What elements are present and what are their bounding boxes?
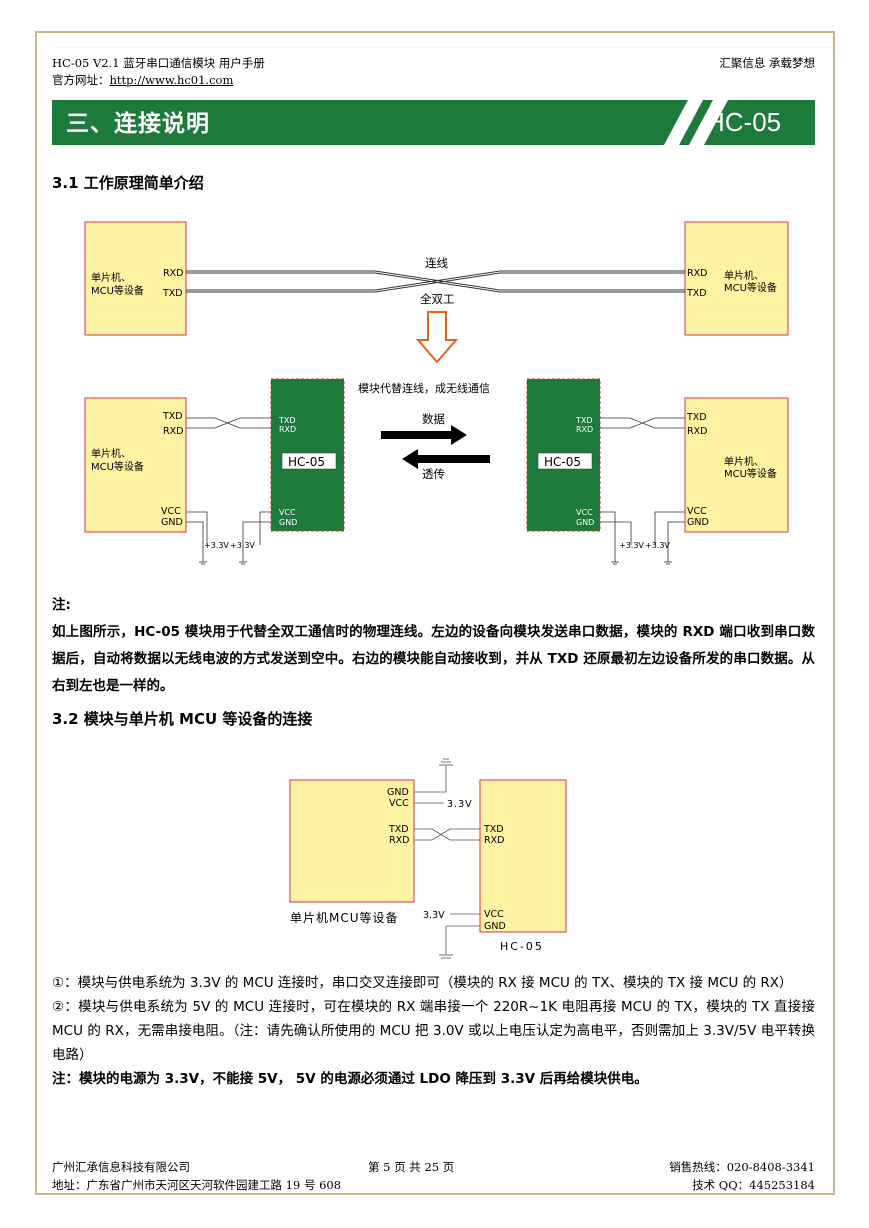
module-txd: TXD <box>483 824 504 835</box>
site-line: 官方网址：http://www.hc01.com <box>52 72 265 89</box>
bottom-left-device-label-1: 单片机、 <box>91 447 131 460</box>
left-arrow <box>402 449 490 469</box>
wire-label: 连线 <box>425 256 448 270</box>
bottom-right-device-box <box>684 397 789 533</box>
left-module-vcc: VCC <box>279 508 296 517</box>
right-module-gnd: GND <box>576 518 594 527</box>
footer-right: 销售热线：020-8408-3341 技术 QQ：445253184 <box>669 1158 815 1194</box>
footer-qq: 技术 QQ：445253184 <box>692 1178 815 1192</box>
bottom-left-supply-2: +3.3V <box>230 541 255 550</box>
top-right-rxd: RXD <box>687 268 707 279</box>
mcu-box <box>289 779 415 903</box>
left-module-rxd: RXD <box>279 425 296 434</box>
footer-page: 第 5 页 共 25 页 <box>368 1160 455 1174</box>
instruction-3v3: ①：模块与供电系统为 3.3V 的 MCU 连接时，串口交叉连接即可（模块的 R… <box>52 975 793 991</box>
footer-hotline: 销售热线：020-8408-3341 <box>669 1160 815 1174</box>
bottom-left-gnd: GND <box>161 517 183 528</box>
module-vcc-supply: 3.3V <box>423 910 445 921</box>
top-right-device-label-2: MCU等设备 <box>724 281 777 294</box>
bottom-right-supply-2: +3.3V <box>645 541 670 550</box>
bottom-right-serial-wires <box>600 417 685 562</box>
left-module-gnd: GND <box>279 518 297 527</box>
top-left-device-label-2: MCU等设备 <box>91 284 144 297</box>
top-left-rxd: RXD <box>163 268 183 279</box>
power-warning: 注：模块的电源为 3.3V，不能接 5V， 5V 的电源必须通过 LDO 降压到… <box>52 1071 648 1087</box>
mcu-label: 单片机MCU等设备 <box>290 911 399 925</box>
top-left-device-label-1: 单片机、 <box>91 271 131 284</box>
bottom-right-device-label-2: MCU等设备 <box>724 467 777 480</box>
right-module-name: HC-05 <box>544 455 581 469</box>
mcu-vcc: VCC <box>389 798 409 809</box>
mcu-vcc-supply: 3.3V <box>447 799 473 810</box>
top-right-device-box <box>684 221 789 336</box>
section-32-heading: 3.2 模块与单片机 MCU 等设备的连接 <box>52 710 313 728</box>
module-gnd: GND <box>484 921 506 932</box>
bottom-left-device-box <box>84 397 187 533</box>
mcu-rxd: RXD <box>389 835 409 846</box>
bottom-right-rxd: RXD <box>687 426 707 437</box>
footer-left: 广州汇承信息科技有限公司 地址：广东省广州市天河区天河软件园建工路 19 号 6… <box>52 1158 341 1194</box>
bottom-right-device-label-1: 单片机、 <box>724 455 764 468</box>
module-vcc: VCC <box>484 909 504 920</box>
banner-model: HC-05 <box>706 107 782 137</box>
footer-company: 广州汇承信息科技有限公司 <box>52 1160 190 1174</box>
instruction-5v: ②：模块与供电系统为 5V 的 MCU 连接时，可在模块的 RX 端串接一个 2… <box>52 999 815 1063</box>
section-31-note: 注: 如上图所示，HC-05 模块用于代替全双工通信时的物理连线。左边的设备向模… <box>52 592 815 700</box>
footer-address: 地址：广东省广州市天河区天河软件园建工路 19 号 608 <box>52 1178 342 1192</box>
mcu-connection-diagram: GND VCC TXD RXD 单片机MCU等设备 TXD RXD VCC GN… <box>289 758 567 959</box>
bottom-left-vcc: VCC <box>161 506 181 517</box>
down-arrow <box>415 311 459 364</box>
bottom-right-txd: TXD <box>686 412 707 423</box>
left-module-txd: TXD <box>278 416 296 425</box>
transparent-label: 透传 <box>422 467 445 481</box>
top-left-device-box <box>84 221 187 336</box>
top-right-txd: TXD <box>686 288 707 299</box>
banner-title: 三、连接说明 <box>66 111 210 137</box>
right-arrow <box>381 425 467 445</box>
doc-title: HC-05 V2.1 蓝牙串口通信模块 用户手册 <box>52 56 265 70</box>
mcu-gnd: GND <box>387 787 409 798</box>
left-module-name: HC-05 <box>288 455 325 469</box>
bottom-left-supply-1: +3.3V <box>204 541 229 550</box>
slogan: 汇聚信息 承载梦想 <box>719 56 815 70</box>
module-rxd: RXD <box>484 835 504 846</box>
bottom-right-vcc: VCC <box>687 506 707 517</box>
right-module-txd: TXD <box>575 416 593 425</box>
working-principle-diagram: 单片机、 MCU等设备 RXD TXD RXD TXD 单片机、 MCU等设备 … <box>84 221 789 565</box>
bottom-right-gnd: GND <box>687 517 709 528</box>
bottom-right-supply-1: +3.3V <box>619 541 644 550</box>
bottom-left-serial-wires <box>186 417 271 562</box>
replace-label: 模块代替连线，成无线通信 <box>358 381 490 395</box>
module-name: HC-05 <box>500 940 544 953</box>
section-31-heading: 3.1 工作原理简单介绍 <box>52 174 204 192</box>
data-label: 数据 <box>422 412 445 426</box>
note-text: 如上图所示，HC-05 模块用于代替全双工通信时的物理连线。左边的设备向模块发送… <box>52 624 815 694</box>
page-border <box>35 31 835 1195</box>
top-left-txd: TXD <box>162 288 183 299</box>
bottom-left-device-label-2: MCU等设备 <box>91 460 144 473</box>
note-title: 注: <box>52 597 71 613</box>
right-module-rxd: RXD <box>576 425 593 434</box>
duplex-label: 全双工 <box>420 292 455 306</box>
mcu-txd: TXD <box>388 824 409 835</box>
cross-wires <box>186 270 685 293</box>
site-label: 官方网址： <box>52 73 110 87</box>
ground-symbols <box>199 561 672 565</box>
bottom-left-rxd: RXD <box>163 426 183 437</box>
page-header-left: HC-05 V2.1 蓝牙串口通信模块 用户手册 官方网址：http://www… <box>52 55 265 89</box>
bottom-left-txd: TXD <box>162 411 183 422</box>
right-module-vcc: VCC <box>576 508 593 517</box>
module-box <box>479 779 567 933</box>
section-banner <box>52 100 815 145</box>
mcu-wires <box>414 758 480 959</box>
site-link[interactable]: http://www.hc01.com <box>109 73 234 87</box>
top-right-device-label-1: 单片机、 <box>724 269 764 282</box>
instructions: ①：模块与供电系统为 3.3V 的 MCU 连接时，串口交叉连接即可（模块的 R… <box>52 971 815 1091</box>
